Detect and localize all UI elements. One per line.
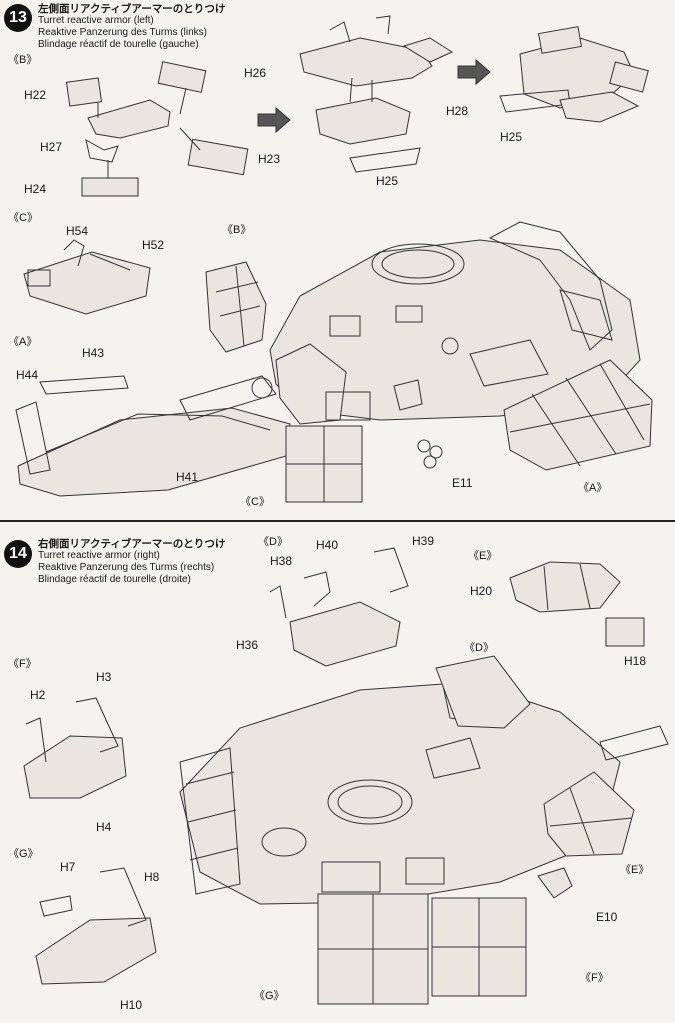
title-french: Blindage réactif de tourelle (gauche) (38, 39, 199, 50)
part-label: H18 (624, 654, 647, 668)
d-armor-plates (435, 655, 531, 729)
step-14-drawing (23, 547, 669, 1005)
part-label: H20 (470, 584, 493, 598)
part-label: H28 (446, 104, 469, 118)
part-label: H24 (24, 182, 47, 196)
subassembly-label-e-turret: 《E》 (620, 864, 650, 876)
e-armor-plates (543, 771, 635, 857)
assembly-b-result (499, 26, 649, 123)
part-label: H40 (316, 538, 339, 552)
part-label: H25 (376, 174, 399, 188)
part-label: H41 (176, 470, 199, 484)
part-label: H52 (142, 238, 165, 252)
subassembly-label-g: 《G》 (8, 848, 39, 860)
title-english: Turret reactive armor (right) (38, 550, 160, 561)
step-13-panel: 13 左側面リアクティブアーマーのとりつけ Turret reactive ar… (4, 3, 653, 508)
step-number-badge: 13 (4, 4, 32, 32)
e11-part (417, 439, 443, 469)
subassembly-a-parts (15, 375, 291, 497)
subassembly-label-f: 《F》 (8, 658, 37, 670)
part-label: H43 (82, 346, 105, 360)
step-14-panel: 14 右側面リアクティブアーマーのとりつけ Turret reactive ar… (0, 520, 675, 1023)
subassembly-label-b: 《B》 (8, 54, 38, 66)
part-label: H38 (270, 554, 293, 568)
part-label: H25 (500, 130, 523, 144)
turret-left-view (179, 221, 641, 425)
title-german: Reaktive Panzerung des Turms (rechts) (38, 562, 215, 573)
part-label: H39 (412, 534, 435, 548)
subassembly-label-c: 《C》 (8, 212, 38, 224)
step-number-badge: 14 (4, 540, 32, 568)
part-label: H7 (60, 860, 76, 874)
g-armor-plates (317, 861, 429, 1005)
subassembly-label-f-turret: 《F》 (580, 972, 609, 984)
subassembly-label-d: 《D》 (258, 536, 288, 548)
b-armor-plates (205, 261, 267, 353)
subassembly-d-parts (269, 547, 409, 667)
subassembly-f-parts (23, 697, 127, 799)
part-label: H36 (236, 638, 259, 652)
title-german: Reaktive Panzerung des Turms (links) (38, 27, 207, 38)
subassembly-label-g-turret: 《G》 (254, 990, 285, 1002)
subassembly-g-parts (35, 867, 157, 985)
part-label: H27 (40, 140, 63, 154)
part-label: H3 (96, 670, 112, 684)
step-13-drawing (15, 15, 653, 503)
part-label: E10 (596, 910, 618, 924)
subassembly-e-parts (509, 561, 645, 647)
part-label: H23 (258, 152, 281, 166)
part-label: H4 (96, 820, 112, 834)
subassembly-label-d-turret: 《D》 (464, 642, 494, 654)
subassembly-label-a-turret: 《A》 (578, 482, 608, 494)
part-label: H2 (30, 688, 46, 702)
a-armor-plates (469, 339, 653, 471)
subassembly-label-c-turret: 《C》 (240, 496, 270, 508)
step-titles: 右側面リアクティブアーマーのとりつけ Turret reactive armor… (38, 538, 225, 586)
part-label: H26 (244, 66, 267, 80)
assembly-b-middle (299, 15, 454, 173)
flow-arrows (257, 58, 491, 134)
part-label: E11 (452, 476, 473, 490)
part-label: H44 (16, 368, 39, 382)
c-armor-plates (285, 379, 423, 503)
part-label: H10 (120, 998, 143, 1012)
f-armor-plates (405, 857, 527, 997)
subassembly-label-a: 《A》 (8, 336, 38, 348)
subassembly-label-b-turret: 《B》 (222, 224, 252, 236)
step-titles: 左側面リアクティブアーマーのとりつけ Turret reactive armor… (38, 3, 225, 51)
part-label: H8 (144, 870, 160, 884)
subassembly-c-parts (23, 239, 151, 315)
title-english: Turret reactive armor (left) (38, 15, 154, 26)
part-label: H22 (24, 88, 47, 102)
title-japanese: 左側面リアクティブアーマーのとりつけ (38, 3, 226, 15)
title-japanese: 右側面リアクティブアーマーのとりつけ (38, 538, 226, 550)
part-label: H54 (66, 224, 89, 238)
title-french: Blindage réactif de tourelle (droite) (38, 574, 191, 585)
e10-part (537, 867, 573, 899)
subassembly-label-e: 《E》 (468, 550, 498, 562)
subassembly-b-parts (65, 61, 249, 197)
